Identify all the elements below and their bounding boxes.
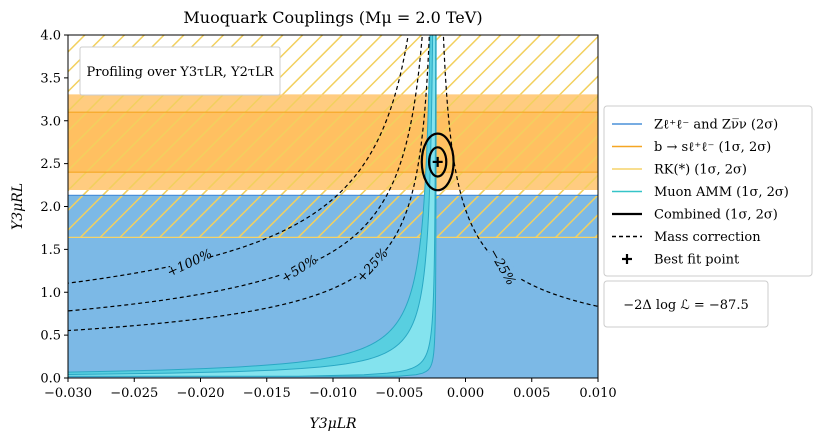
mass-label-bg-0: [168, 246, 210, 277]
legend-label-5: Mass correction: [654, 230, 761, 245]
x-tick-label-8: 0.010: [579, 386, 616, 401]
legend-label-2: RK(*) (1σ, 2σ): [654, 163, 747, 178]
legend-item-3: Muon AMM (1σ, 2σ): [612, 185, 789, 200]
y-tick-label-2: 1.0: [40, 286, 61, 301]
legend-box: [603, 105, 813, 277]
y-tick-label-7: 3.5: [40, 71, 61, 86]
x-tick-label-7: 0.005: [513, 386, 550, 401]
y-tick-label-1: 0.5: [40, 329, 61, 344]
y-tick-label-3: 1.5: [40, 243, 61, 258]
legend-item-4: Combined (1σ, 2σ): [612, 208, 778, 223]
mass-correction-curve-3: [442, 35, 598, 308]
mass-label-bg-3: [487, 245, 521, 287]
legend: Zℓ⁺ℓ⁻ and Zν̅ν (2σ) b → sℓ⁺ℓ⁻ (1σ, 2σ) RK(…: [603, 105, 813, 277]
legend-label-3: Muon AMM (1σ, 2σ): [654, 185, 789, 200]
legend-label-6: Best fit point: [654, 253, 740, 268]
legend-label-1: b → sℓ⁺ℓ⁻ (1σ, 2σ): [654, 140, 771, 155]
legend-item-5: Mass correction: [612, 230, 761, 245]
amm-band-2sigma: [68, 35, 437, 377]
mass-correction-curve-0: [68, 35, 409, 284]
legend-label-4: Combined (1σ, 2σ): [654, 208, 778, 223]
mass-correction-curve-2: [68, 35, 430, 332]
legend-item-6: Best fit point: [622, 253, 740, 268]
x-tick-label-2: −0.020: [176, 386, 224, 401]
legend-item-2: RK(*) (1σ, 2σ): [612, 163, 747, 178]
x-tick-label-1: −0.025: [110, 386, 158, 401]
likelihood-text: −2Δ log ℒ = −87.5: [623, 298, 748, 313]
amm-band-1sigma: [68, 35, 437, 377]
legend-item-0: Zℓ⁺ℓ⁻ and Zν̅ν (2σ): [612, 118, 778, 133]
combined-1sigma-ellipse: [427, 146, 448, 178]
y-tick-label-5: 2.5: [40, 157, 61, 172]
mass-label-bg-1: [277, 250, 319, 285]
x-tick-label-3: −0.015: [243, 386, 291, 401]
y-tick-label-8: 4.0: [40, 29, 61, 44]
y-tick-label-4: 2.0: [40, 200, 61, 215]
profiling-annotation: Profiling over Y3τLR, Y2τLR: [79, 46, 281, 96]
likelihood-frame: [603, 280, 769, 328]
y-axis-title: Y3μRL: [10, 183, 26, 230]
y-tick-label-0: 0.0: [40, 372, 61, 387]
profiling-text: Profiling over Y3τLR, Y2τLR: [86, 65, 274, 80]
profiling-box: [79, 46, 281, 96]
y-tick-label-6: 3.0: [40, 114, 61, 129]
x-axis-title: Y3μLR: [309, 416, 357, 432]
legend-label-0: Zℓ⁺ℓ⁻ and Zν̅ν (2σ): [654, 118, 778, 133]
rk-band-1sigma-gap: [68, 172, 598, 196]
likelihood-box: −2Δ log ℒ = −87.5: [603, 280, 769, 328]
x-tick-label-6: 0.000: [447, 386, 484, 401]
combined-2sigma-ellipse: [420, 132, 455, 192]
x-tick-label-5: −0.005: [375, 386, 423, 401]
x-tick-label-4: −0.010: [309, 386, 357, 401]
plot-area: +100%+50%+25%−25%: [68, 35, 598, 378]
mass-label-bg-2: [352, 244, 390, 284]
legend-item-1: b → sℓ⁺ℓ⁻ (1σ, 2σ): [612, 140, 771, 155]
chart-title: Muoquark Couplings (Mμ = 2.0 TeV): [183, 8, 482, 27]
x-tick-label-0: −0.030: [44, 386, 92, 401]
